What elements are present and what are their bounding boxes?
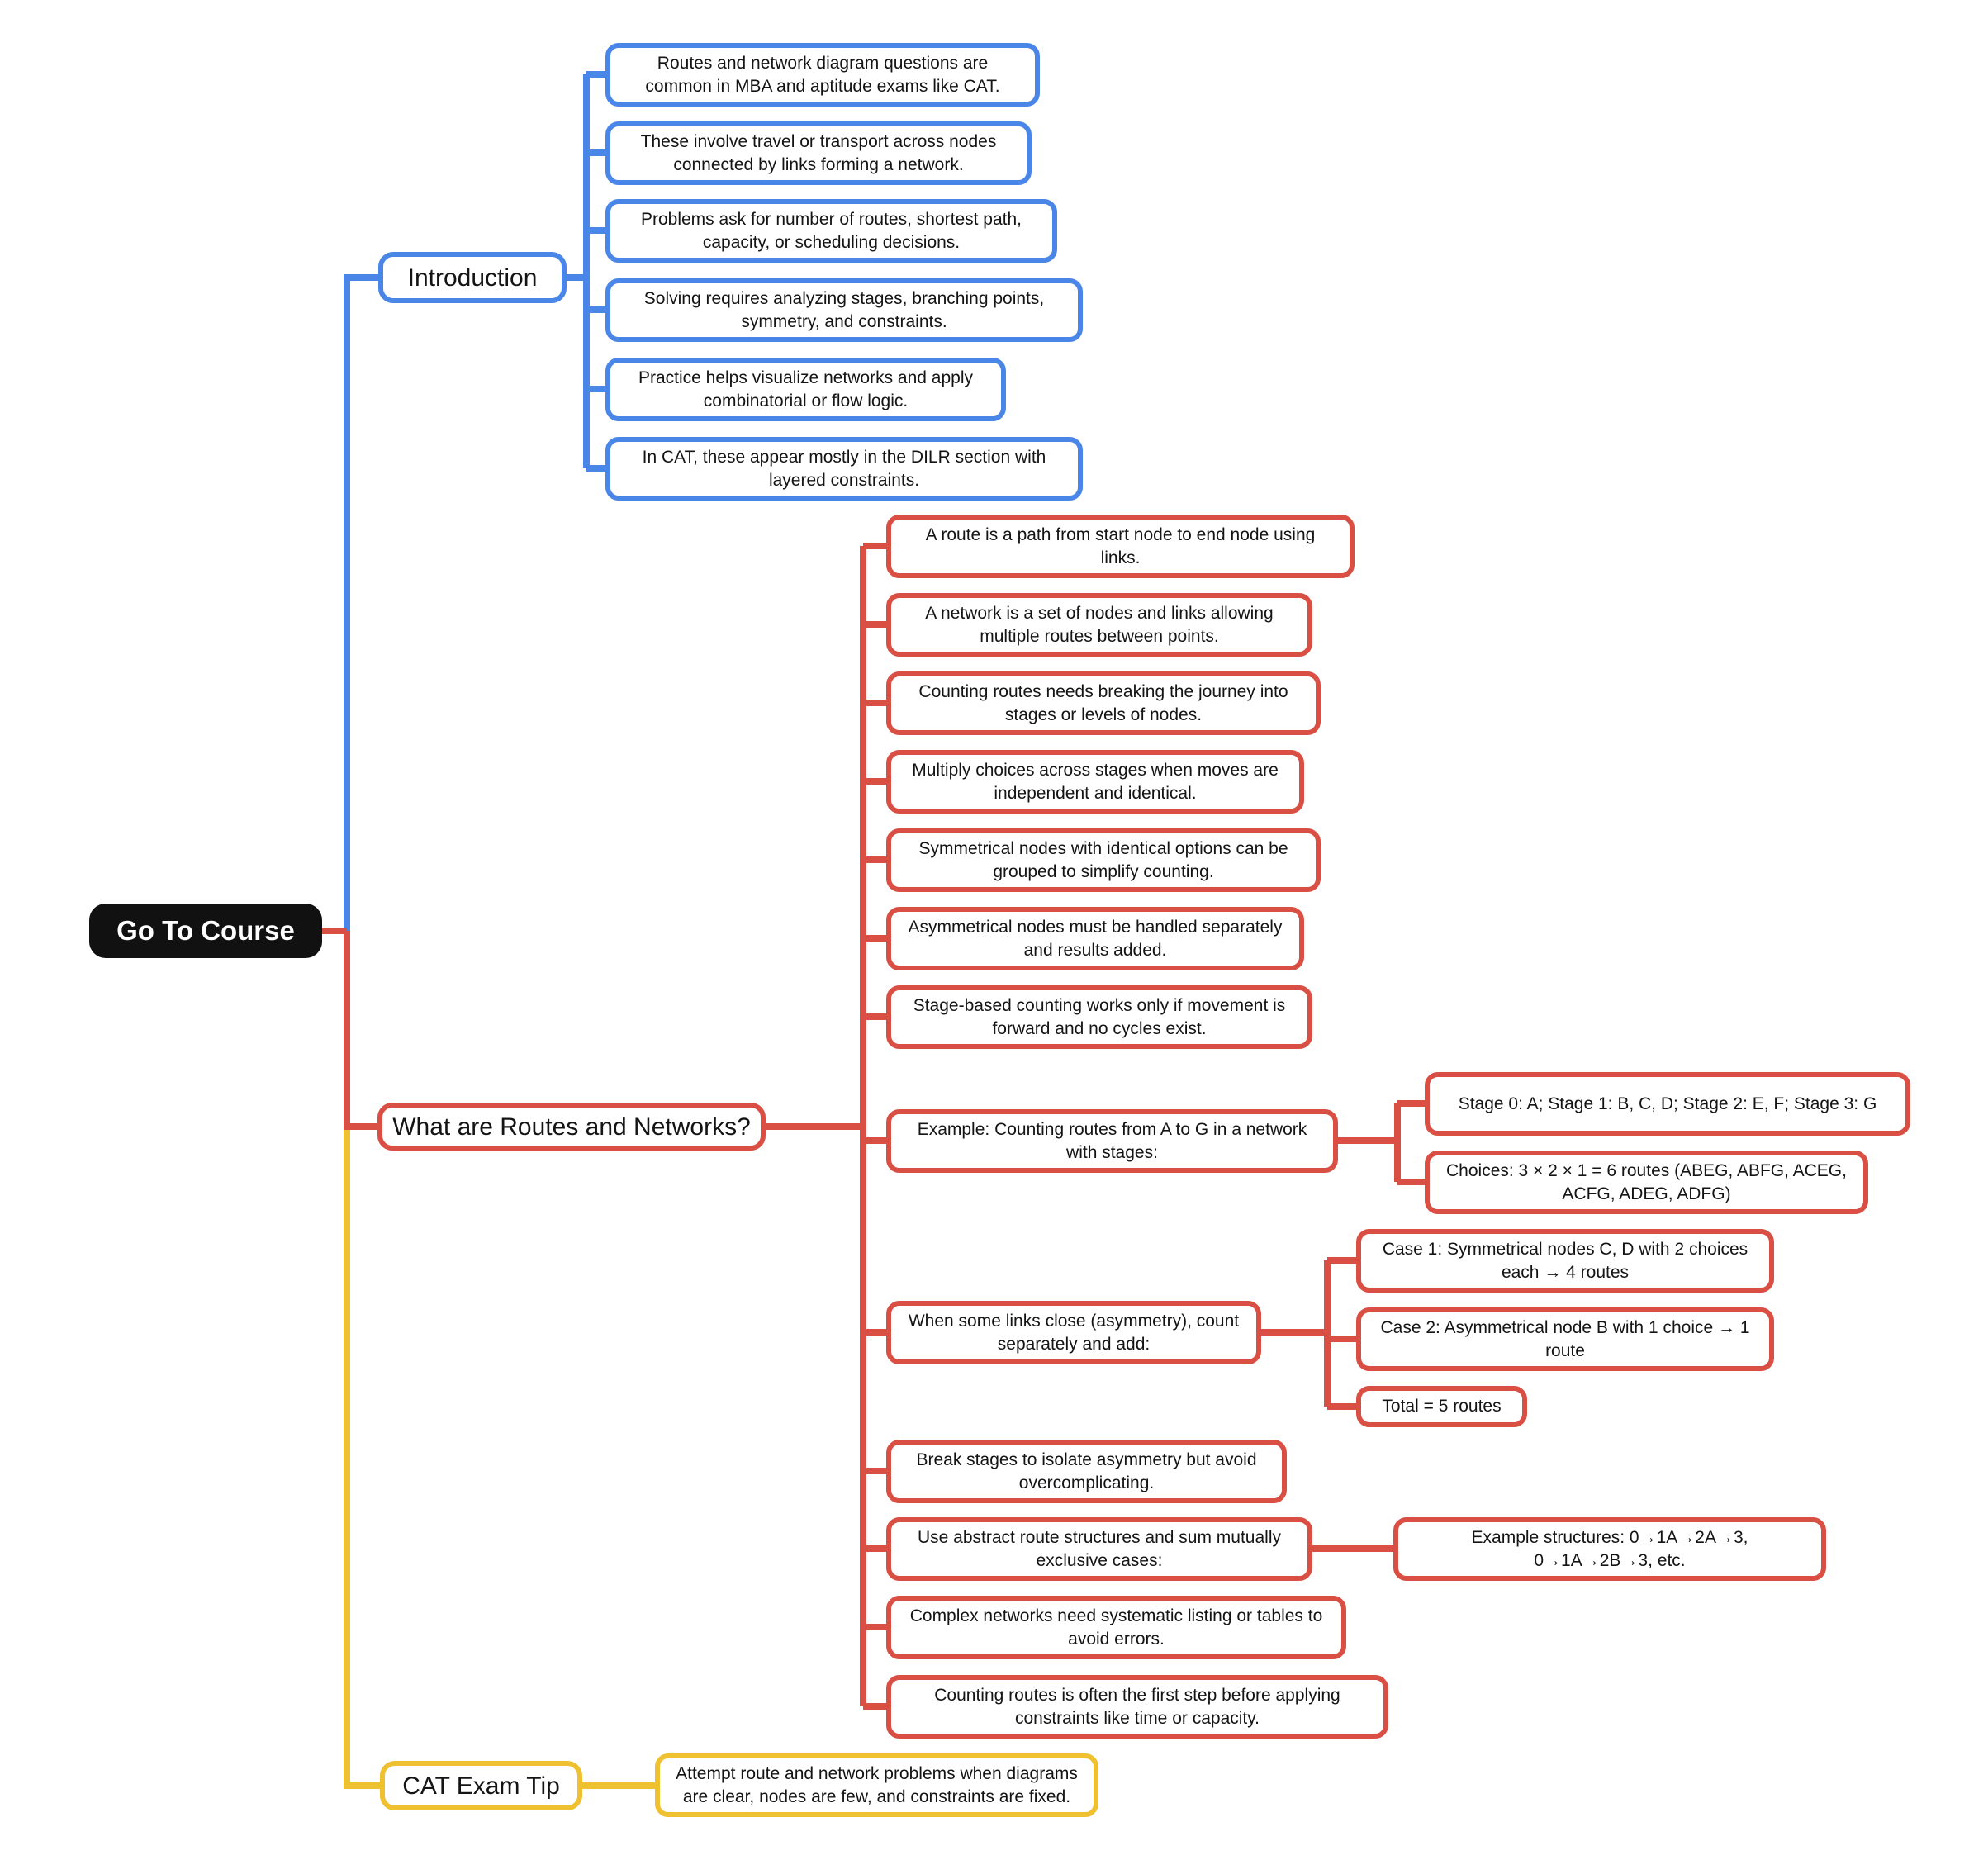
child-node[interactable]: Practice helps visualize networks and ap… [605, 358, 1006, 422]
child-node[interactable]: Use abstract route structures and sum mu… [886, 1517, 1312, 1582]
child-node[interactable]: These involve travel or transport across… [605, 121, 1032, 186]
child-node[interactable]: Problems ask for number of routes, short… [605, 199, 1057, 263]
subchild-node[interactable]: Example structures: 0→1A→2A→3, 0→1A→2B→3… [1393, 1517, 1826, 1582]
child-node[interactable]: A network is a set of nodes and links al… [886, 593, 1312, 657]
red-connectors [322, 543, 1425, 1710]
child-node[interactable]: Stage-based counting works only if movem… [886, 985, 1312, 1050]
child-node[interactable]: When some links close (asymmetry), count… [886, 1301, 1261, 1365]
child-node[interactable]: In CAT, these appear mostly in the DILR … [605, 437, 1083, 501]
child-node[interactable]: Routes and network diagram questions are… [605, 43, 1040, 107]
child-node[interactable]: Solving requires analyzing stages, branc… [605, 278, 1083, 343]
yellow-connectors [344, 1123, 655, 1789]
branch-node-what-are-routes-and-networks[interactable]: What are Routes and Networks? [377, 1103, 766, 1151]
subchild-node[interactable]: Total = 5 routes [1356, 1386, 1527, 1427]
branch-node-introduction[interactable]: Introduction [378, 252, 567, 303]
child-node[interactable]: Counting routes is often the first step … [886, 1675, 1388, 1739]
child-node[interactable]: Complex networks need systematic listing… [886, 1596, 1346, 1660]
subchild-node[interactable]: Stage 0: A; Stage 1: B, C, D; Stage 2: E… [1425, 1072, 1910, 1136]
child-node[interactable]: Symmetrical nodes with identical options… [886, 828, 1321, 893]
blue-connectors [344, 71, 605, 931]
child-node[interactable]: Counting routes needs breaking the journ… [886, 671, 1321, 736]
child-node[interactable]: A route is a path from start node to end… [886, 515, 1355, 579]
child-node[interactable]: Attempt route and network problems when … [655, 1753, 1098, 1818]
subchild-node[interactable]: Case 1: Symmetrical nodes C, D with 2 ch… [1356, 1229, 1774, 1293]
branch-node-cat-exam-tip[interactable]: CAT Exam Tip [380, 1761, 582, 1810]
subchild-node[interactable]: Choices: 3 × 2 × 1 = 6 routes (ABEG, ABF… [1425, 1151, 1868, 1215]
child-node[interactable]: Break stages to isolate asymmetry but av… [886, 1440, 1287, 1504]
child-node[interactable]: Example: Counting routes from A to G in … [886, 1109, 1338, 1174]
root-node[interactable]: Go To Course [89, 904, 322, 958]
subchild-node[interactable]: Case 2: Asymmetrical node B with 1 choic… [1356, 1307, 1774, 1372]
child-node[interactable]: Asymmetrical nodes must be handled separ… [886, 907, 1304, 971]
child-node[interactable]: Multiply choices across stages when move… [886, 750, 1304, 814]
